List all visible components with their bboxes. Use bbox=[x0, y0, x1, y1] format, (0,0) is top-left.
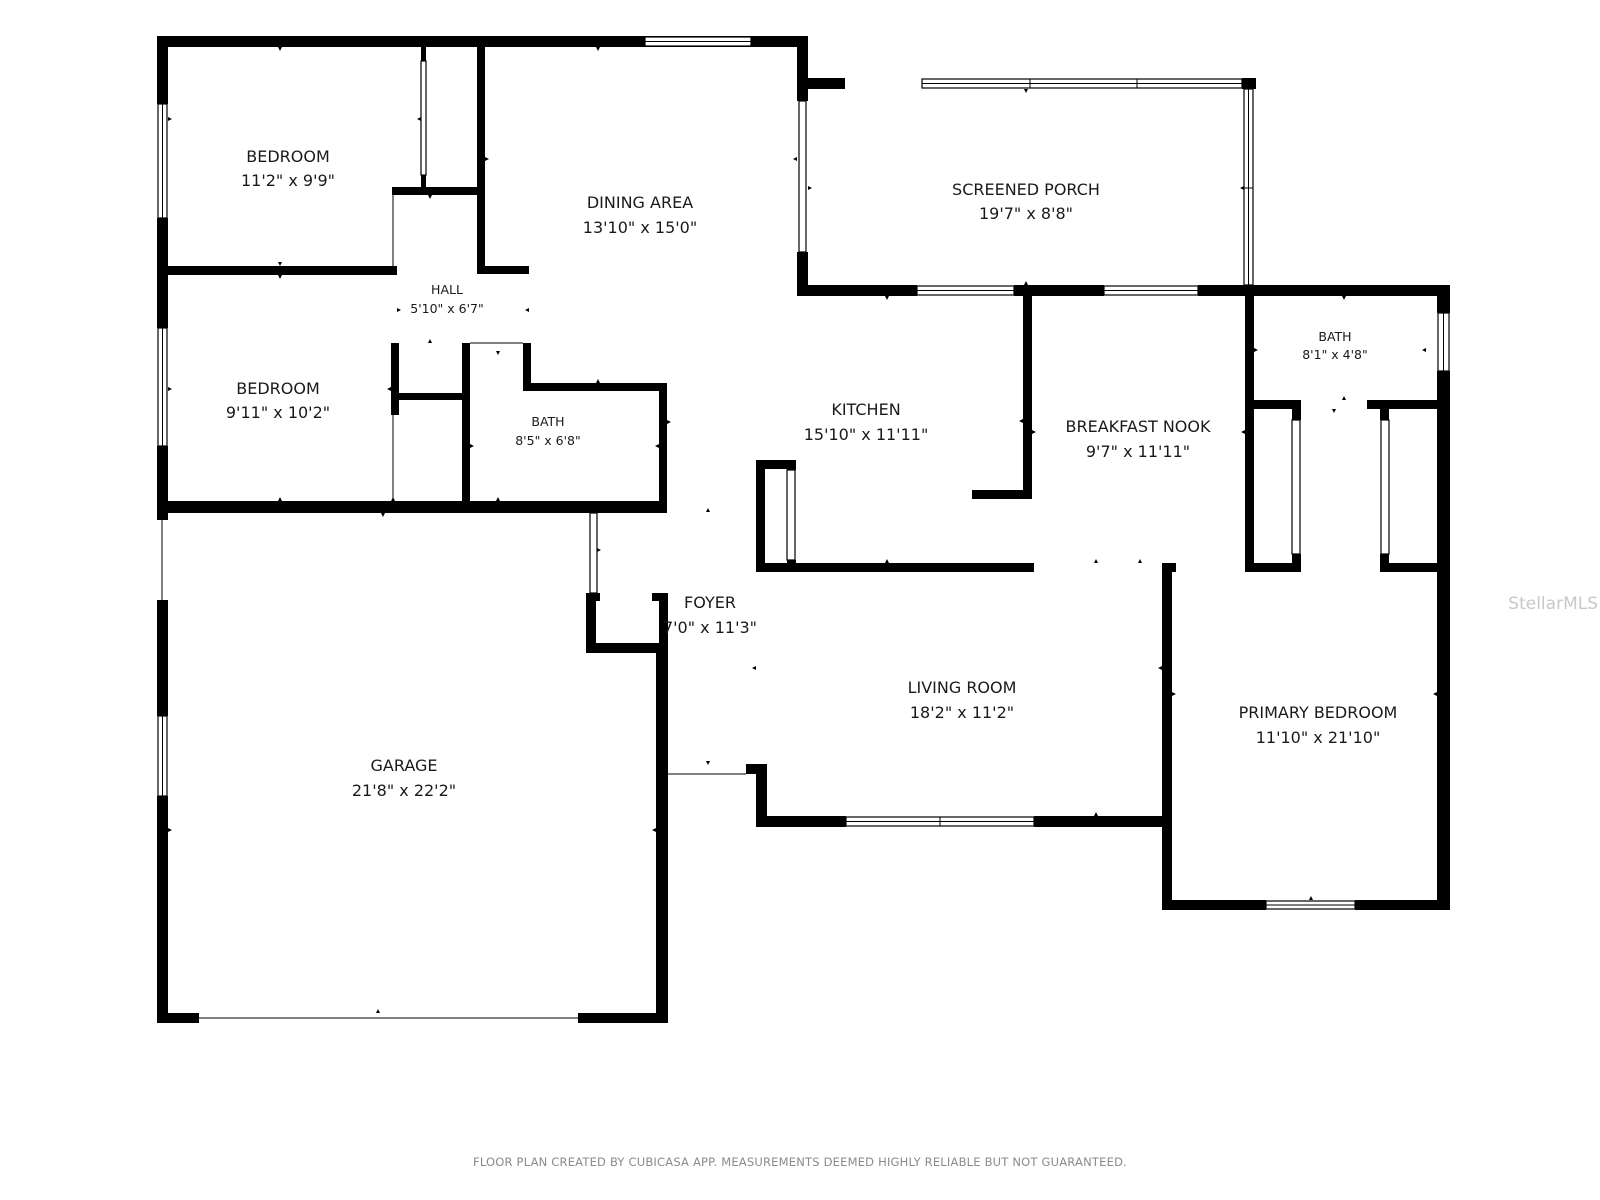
room-dims-garage: 21'8" x 22'2" bbox=[352, 781, 456, 800]
room-name-dining-area: DINING AREA bbox=[587, 193, 693, 212]
room-dims-hall: 5'10" x 6'7" bbox=[410, 301, 483, 316]
room-dims-screened-porch: 19'7" x 8'8" bbox=[979, 204, 1073, 223]
windows bbox=[157, 36, 1450, 1019]
room-dims-kitchen: 15'10" x 11'11" bbox=[804, 425, 929, 444]
room-name-living-room: LIVING ROOM bbox=[908, 678, 1017, 697]
dimension-ticks bbox=[168, 47, 1437, 1013]
room-labels: BEDROOM 11'2" x 9'9" BEDROOM 9'11" x 10'… bbox=[226, 147, 1397, 800]
room-dims-primary-bedroom: 11'10" x 21'10" bbox=[1256, 728, 1381, 747]
room-name-kitchen: KITCHEN bbox=[831, 400, 900, 419]
room-name-hall: HALL bbox=[431, 282, 463, 297]
room-name-screened-porch: SCREENED PORCH bbox=[952, 180, 1100, 199]
room-dims-bedroom-2: 9'11" x 10'2" bbox=[226, 403, 330, 422]
walls bbox=[157, 36, 1450, 1023]
room-dims-foyer: 7'0" x 11'3" bbox=[663, 618, 757, 637]
room-name-garage: GARAGE bbox=[371, 756, 438, 775]
room-name-bedroom-2: BEDROOM bbox=[236, 379, 320, 398]
room-dims-bedroom-1: 11'2" x 9'9" bbox=[241, 171, 335, 190]
room-name-primary-bedroom: PRIMARY BEDROOM bbox=[1239, 703, 1398, 722]
room-dims-breakfast-nook: 9'7" x 11'11" bbox=[1086, 442, 1190, 461]
room-name-foyer: FOYER bbox=[684, 593, 736, 612]
watermark: StellarMLS bbox=[1508, 594, 1598, 614]
footer-disclaimer: FLOOR PLAN CREATED BY CUBICASA APP. MEAS… bbox=[473, 1155, 1127, 1169]
room-dims-bath-primary: 8'1" x 4'8" bbox=[1302, 347, 1368, 362]
room-dims-bath-hall: 8'5" x 6'8" bbox=[515, 433, 581, 448]
room-dims-living-room: 18'2" x 11'2" bbox=[910, 703, 1014, 722]
room-name-breakfast-nook: BREAKFAST NOOK bbox=[1066, 417, 1211, 436]
room-name-bedroom-1: BEDROOM bbox=[246, 147, 330, 166]
room-name-bath-primary: BATH bbox=[1318, 329, 1351, 344]
room-dims-dining-area: 13'10" x 15'0" bbox=[583, 218, 697, 237]
room-name-bath-hall: BATH bbox=[531, 414, 564, 429]
